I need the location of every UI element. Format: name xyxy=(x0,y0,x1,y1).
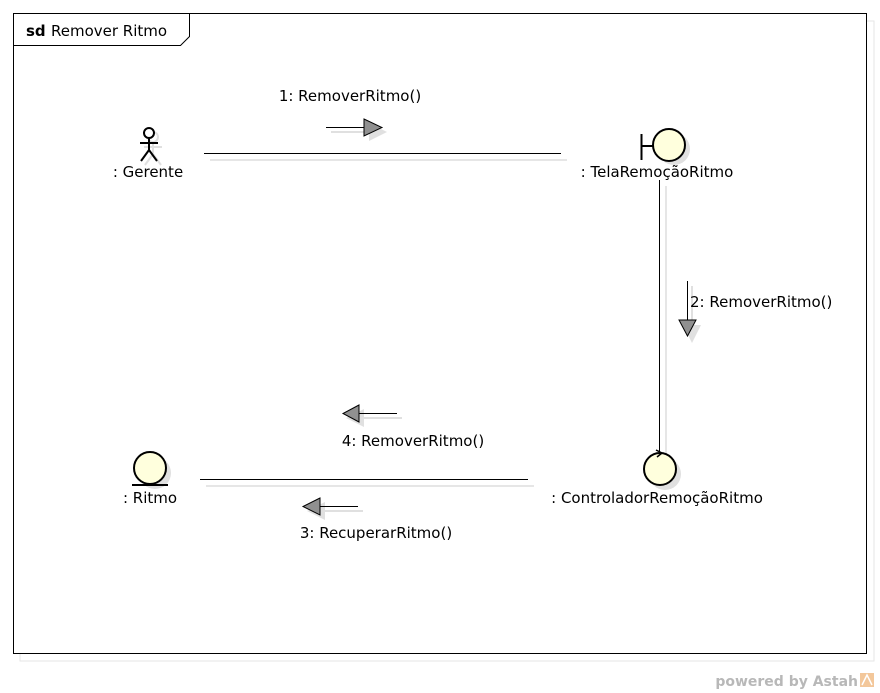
controlador-label: : ControladorRemoçãoRitmo xyxy=(551,489,763,507)
message-1-arrow xyxy=(326,118,387,141)
tela-boundary-icon xyxy=(640,128,690,165)
message-3-label: 3: RecuperarRitmo() xyxy=(300,524,452,542)
frame-keyword: sd xyxy=(26,22,46,40)
message-1-label: 1: RemoverRitmo() xyxy=(279,87,421,105)
message-3-arrow xyxy=(301,497,363,520)
message-4-label: 4: RemoverRitmo() xyxy=(342,432,484,450)
tela-label: : TelaRemoçãoRitmo xyxy=(581,163,734,181)
controlador-control-icon xyxy=(643,449,681,490)
message-4-arrow xyxy=(341,404,402,427)
frame-tag xyxy=(13,13,190,46)
ritmo-entity-icon xyxy=(132,451,171,489)
diagram-frame xyxy=(13,13,867,654)
gerente-label: : Gerente xyxy=(113,163,183,181)
message-2-arrow xyxy=(678,281,701,343)
gerente-actor-icon xyxy=(140,127,162,166)
frame-title: Remover Ritmo xyxy=(51,22,167,40)
astah-watermark: powered by Astah xyxy=(715,674,858,690)
astah-logo-icon xyxy=(860,673,874,687)
message-2-label: 2: RemoverRitmo() xyxy=(690,293,832,311)
ritmo-label: : Ritmo xyxy=(123,489,177,507)
